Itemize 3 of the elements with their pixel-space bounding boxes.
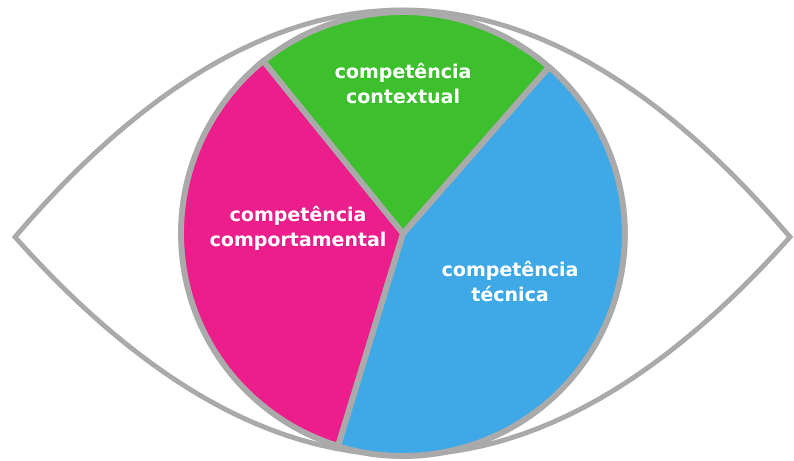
sector-label: competência técnica (440, 258, 580, 308)
sector-label: competência comportamental (208, 202, 388, 253)
sector-label: competência contextual (334, 60, 472, 110)
